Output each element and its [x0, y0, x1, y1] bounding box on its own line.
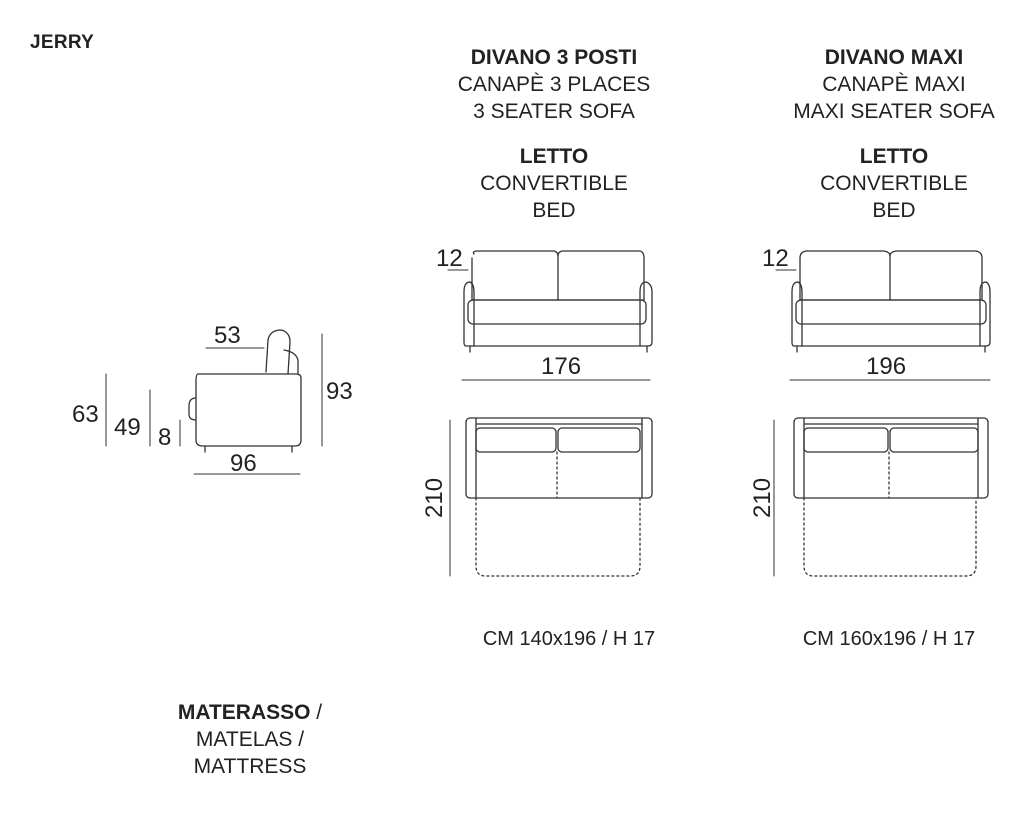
header-3-seater: DIVANO 3 POSTI CANAPÈ 3 PLACES 3 SEATER …: [434, 44, 674, 224]
dim-back-3-seater: 12: [436, 245, 463, 272]
bed-line2-3-seater: BED: [532, 199, 576, 222]
front-view-3-seater: [463, 250, 653, 353]
mattress-size-maxi: CM 160x196 / H 17: [802, 628, 976, 650]
dim-back-maxi: 12: [762, 245, 789, 272]
dim-seat-height: 49: [114, 414, 141, 441]
side-view-dimensions: [105, 333, 323, 475]
dim-width-3-seater: 176: [541, 353, 581, 380]
top-view-3-seater: [465, 417, 653, 577]
side-view-sofa: [188, 329, 302, 453]
dim-seat-depth: 53: [214, 322, 241, 349]
subtitle-en-3-seater: 3 SEATER SOFA: [473, 100, 635, 123]
mattress-label-slash: /: [310, 701, 323, 724]
bed-line1-maxi: CONVERTIBLE: [820, 172, 968, 195]
subtitle-fr-3-seater: CANAPÈ 3 PLACES: [457, 73, 651, 96]
dims-maxi: [773, 269, 991, 577]
dim-depth-open-3-seater: 210: [421, 478, 448, 518]
title-3-seater: DIVANO 3 POSTI: [470, 46, 638, 69]
top-view-maxi: [793, 417, 989, 577]
dims-3-seater: [447, 269, 651, 577]
title-maxi: DIVANO MAXI: [824, 46, 964, 69]
dim-arm-height: 63: [72, 401, 99, 428]
dim-width-maxi: 196: [866, 353, 906, 380]
model-name: JERRY: [30, 32, 95, 53]
mattress-label-fr: MATELAS /: [195, 728, 305, 751]
mattress-label: MATERASSO / MATELAS / MATTRESS: [150, 699, 350, 780]
mattress-size-3-seater: CM 140x196 / H 17: [482, 628, 656, 650]
header-maxi: DIVANO MAXI CANAPÈ MAXI MAXI SEATER SOFA…: [774, 44, 1014, 224]
front-view-maxi: [791, 250, 991, 353]
bed-title-3-seater: LETTO: [519, 145, 589, 168]
bed-title-maxi: LETTO: [859, 145, 929, 168]
mattress-label-en: MATTRESS: [193, 755, 307, 778]
bed-line2-maxi: BED: [872, 199, 916, 222]
subtitle-en-maxi: MAXI SEATER SOFA: [793, 100, 995, 123]
subtitle-fr-maxi: CANAPÈ MAXI: [822, 73, 966, 96]
dim-total-height: 93: [326, 378, 353, 405]
dim-depth: 96: [230, 450, 257, 477]
dim-foot-height: 8: [158, 424, 171, 451]
dim-depth-open-maxi: 210: [749, 478, 776, 518]
mattress-label-it: MATERASSO: [177, 701, 311, 724]
bed-line1-3-seater: CONVERTIBLE: [480, 172, 628, 195]
